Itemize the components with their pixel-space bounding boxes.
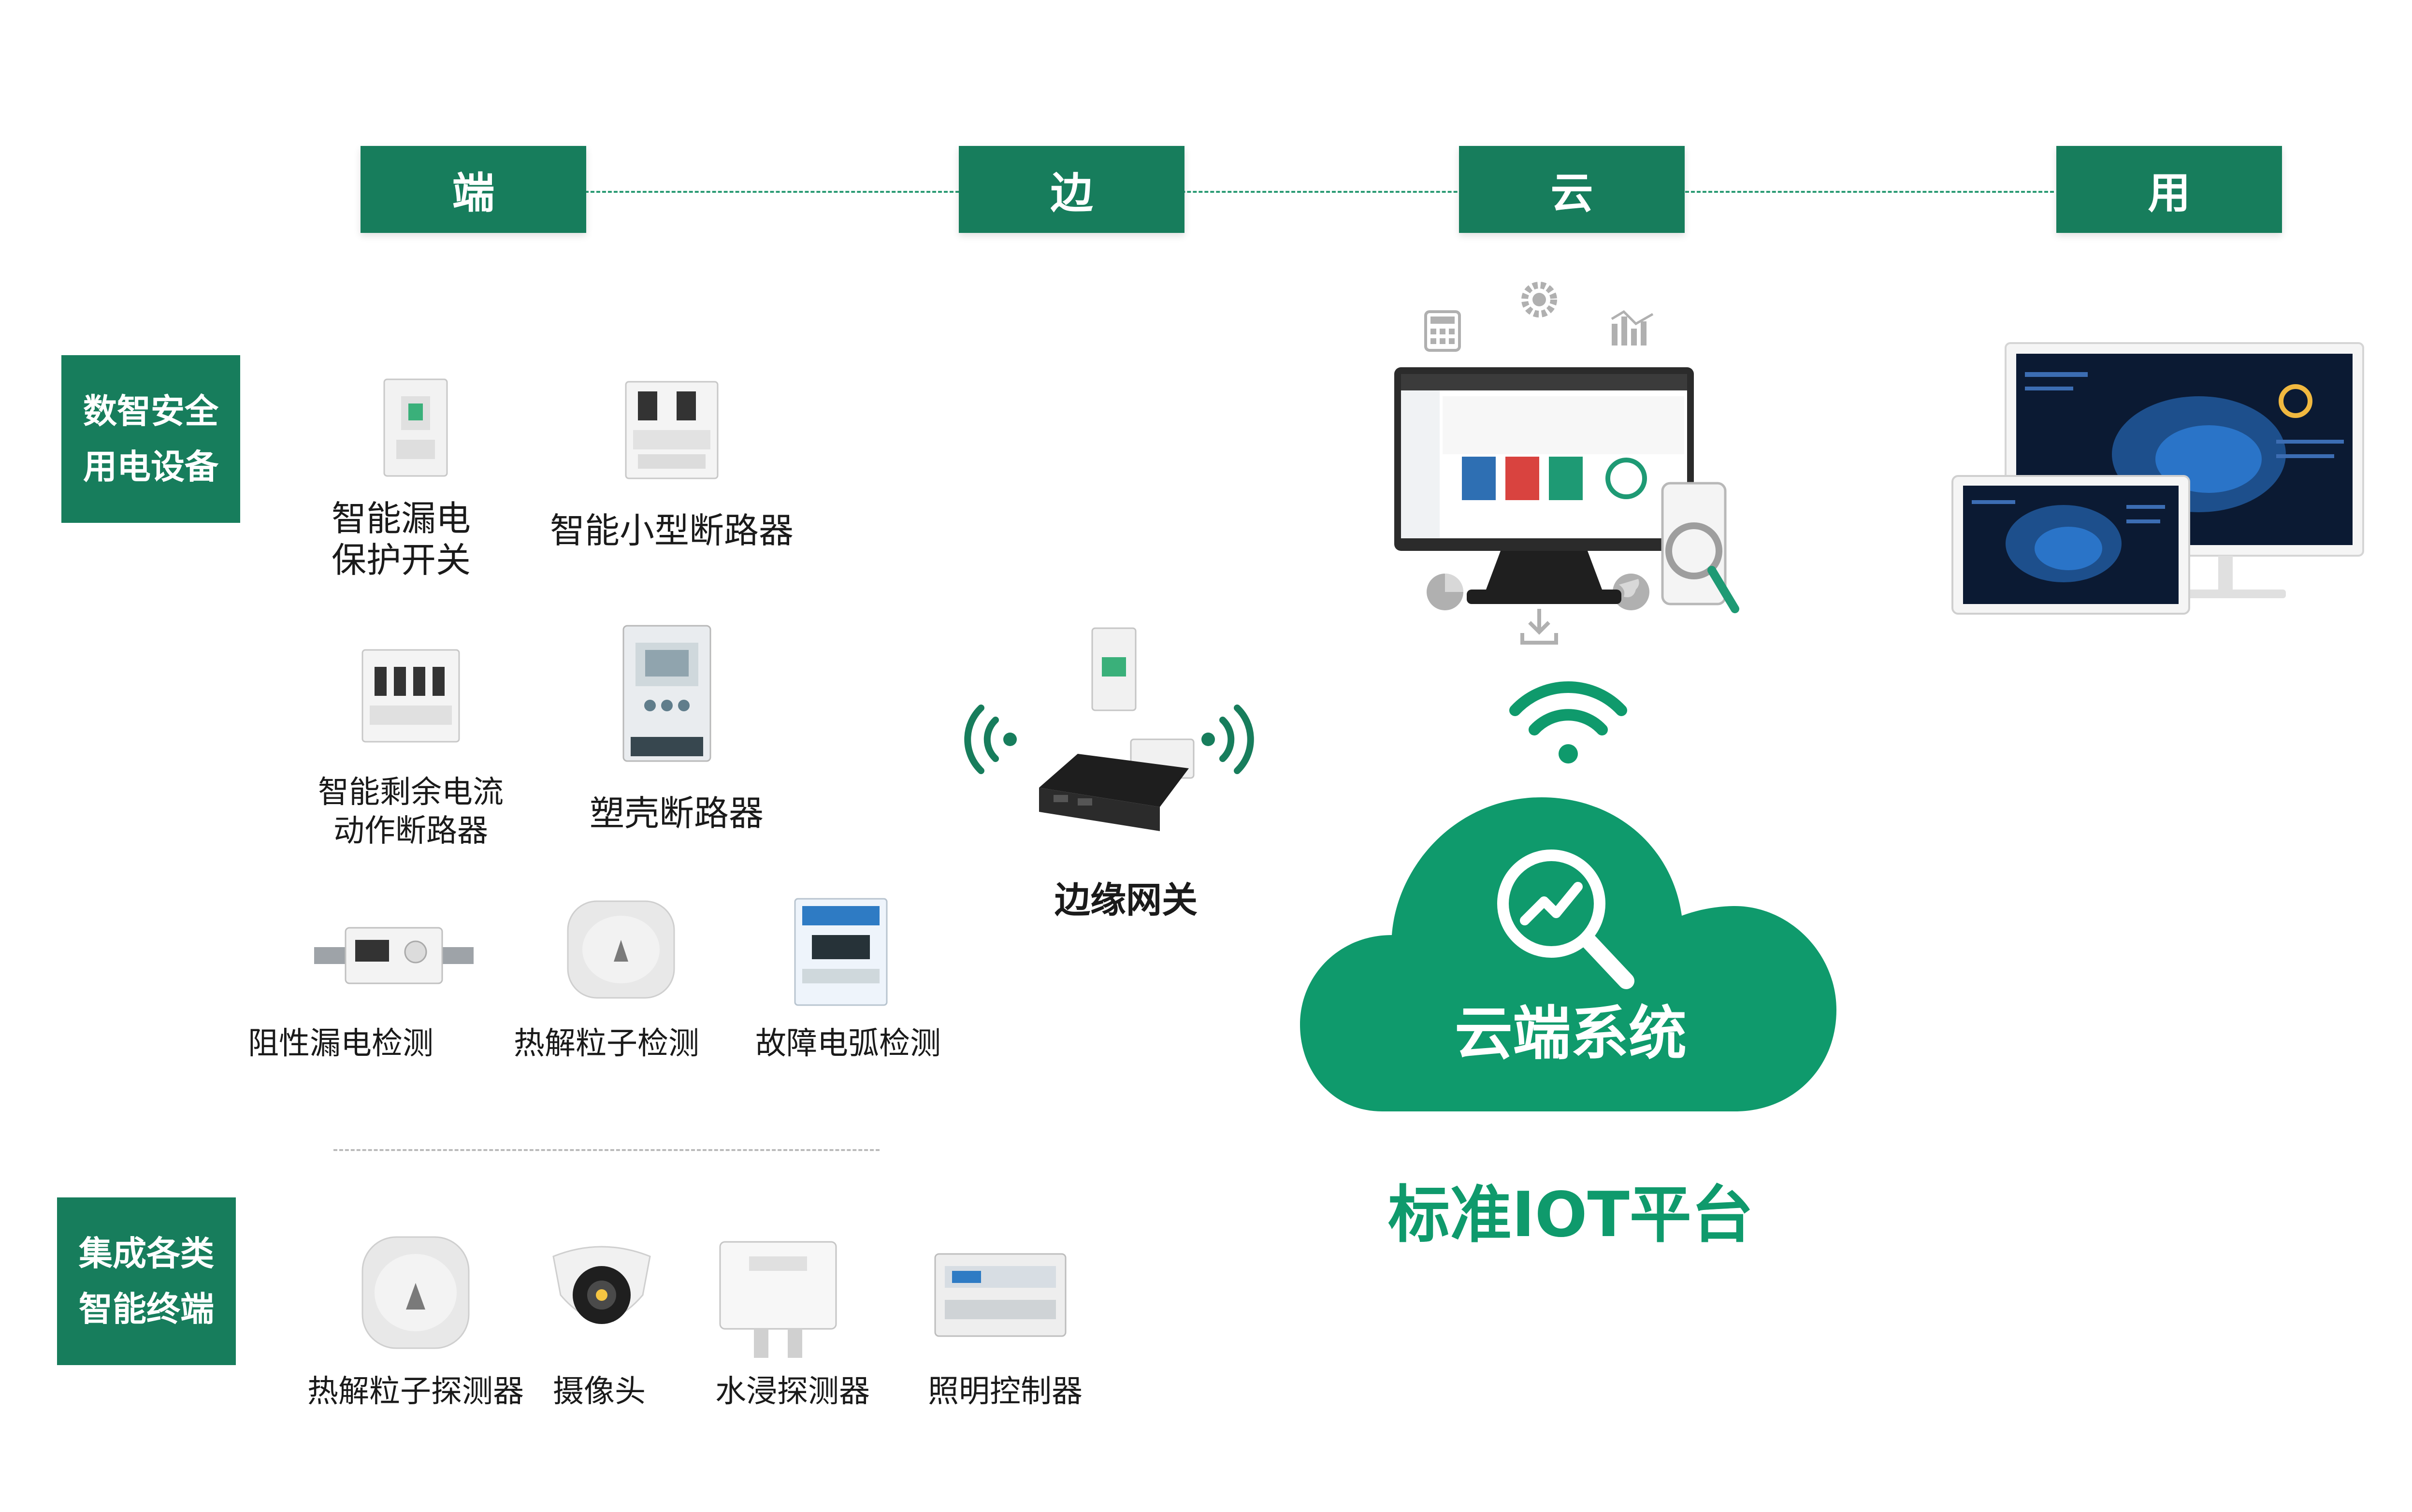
arc-detect-label: 故障电弧检测	[730, 1024, 967, 1063]
mini-breaker-label-text: 智能小型断路器	[549, 510, 794, 551]
residual-breaker-image	[361, 649, 460, 743]
pyrolysis-detector-image	[361, 1236, 470, 1349]
bar-chart-icon	[1611, 310, 1654, 346]
analytics-search-icon	[1497, 850, 1634, 989]
stage-connector-line	[585, 191, 2054, 193]
category-terminals-line1: 集成各类	[79, 1233, 214, 1273]
leakage-switch-label-line2: 保护开关	[331, 540, 471, 580]
lighting-controller-label-text: 照明控制器	[928, 1374, 1083, 1410]
category-terminals-line2: 智能终端	[79, 1289, 214, 1329]
water-detector-image	[719, 1241, 837, 1358]
stage-end-label: 端	[452, 168, 495, 218]
category-smart-terminals: 集成各类 智能终端	[57, 1197, 236, 1365]
globe-icon	[1613, 574, 1649, 610]
pyrolysis-detect-image	[567, 900, 675, 999]
residual-breaker-label-line1: 智能剩余电流	[318, 775, 504, 810]
molded-breaker-label-text: 塑壳断路器	[589, 793, 764, 834]
cloud-dashboard-monitor-image	[1394, 367, 1694, 604]
resistive-leak-image	[314, 927, 474, 984]
pyrolysis-detect-label-text: 热解粒子检测	[514, 1026, 699, 1062]
download-icon	[1520, 609, 1558, 645]
stage-edge-label: 边	[1050, 168, 1093, 218]
gear-icon	[1521, 282, 1557, 317]
cloud-system-label: 云端系统	[1455, 1000, 1687, 1067]
calculator-icon	[1424, 310, 1461, 352]
leakage-switch-image	[383, 378, 448, 477]
pyrolysis-detect-label: 热解粒子检测	[488, 1024, 725, 1063]
camera-image	[552, 1246, 651, 1324]
stage-edge: 边	[959, 146, 1184, 233]
pie-chart-icon	[1427, 574, 1463, 610]
leakage-switch-label: 智能漏电 保护开关	[314, 498, 488, 581]
category-safety-devices: 数智安全 用电设备	[61, 355, 240, 523]
water-detector-label-text: 水浸探测器	[715, 1374, 870, 1410]
category-safety-line1: 数智安全	[83, 391, 218, 431]
edge-gateway-label: 边缘网关	[1020, 879, 1232, 921]
wifi-icon	[1509, 681, 1627, 763]
molded-breaker-label: 塑壳断路器	[561, 792, 793, 834]
arc-detect-image	[794, 898, 888, 1006]
resistive-leak-label: 阻性漏电检测	[222, 1024, 459, 1063]
pyrolysis-detector-label-text: 热解粒子探测器	[307, 1374, 524, 1410]
stage-use-label: 用	[2148, 168, 2191, 218]
molded-breaker-image	[622, 625, 711, 762]
category-safety-line2: 用电设备	[83, 446, 218, 487]
camera-label-text: 摄像头	[553, 1374, 646, 1410]
mini-breaker-label: 智能小型断路器	[527, 510, 817, 551]
camera-label: 摄像头	[532, 1372, 667, 1411]
stage-cloud-label: 云	[1550, 168, 1593, 218]
wifi-signal-right-icon	[1201, 705, 1254, 774]
tablet-display-image	[1951, 475, 2190, 615]
residual-breaker-label-line2: 动作断路器	[333, 813, 488, 849]
edge-gateway-image	[1039, 627, 1195, 831]
arc-detect-label-text: 故障电弧检测	[755, 1026, 941, 1062]
phone-magnifier-image	[1661, 482, 1739, 613]
stage-end: 端	[361, 146, 586, 233]
section-divider	[333, 1149, 880, 1151]
stage-cloud: 云	[1459, 146, 1685, 233]
mini-breaker-image	[625, 381, 719, 479]
stage-use: 用	[2056, 146, 2282, 233]
water-detector-label: 水浸探测器	[696, 1372, 889, 1411]
pyrolysis-detector-label: 热解粒子探测器	[290, 1372, 541, 1411]
wifi-signal-left-icon	[964, 705, 1017, 774]
edge-gateway-label-text: 边缘网关	[1054, 879, 1198, 921]
resistive-leak-label-text: 阻性漏电检测	[248, 1026, 433, 1062]
leakage-switch-label-line1: 智能漏电	[331, 498, 471, 539]
lighting-controller-label: 照明控制器	[909, 1372, 1102, 1411]
residual-breaker-label: 智能剩余电流 动作断路器	[290, 773, 532, 850]
lighting-controller-image	[934, 1253, 1067, 1337]
iot-platform-label: 标准IOT平台	[1388, 1179, 1753, 1251]
